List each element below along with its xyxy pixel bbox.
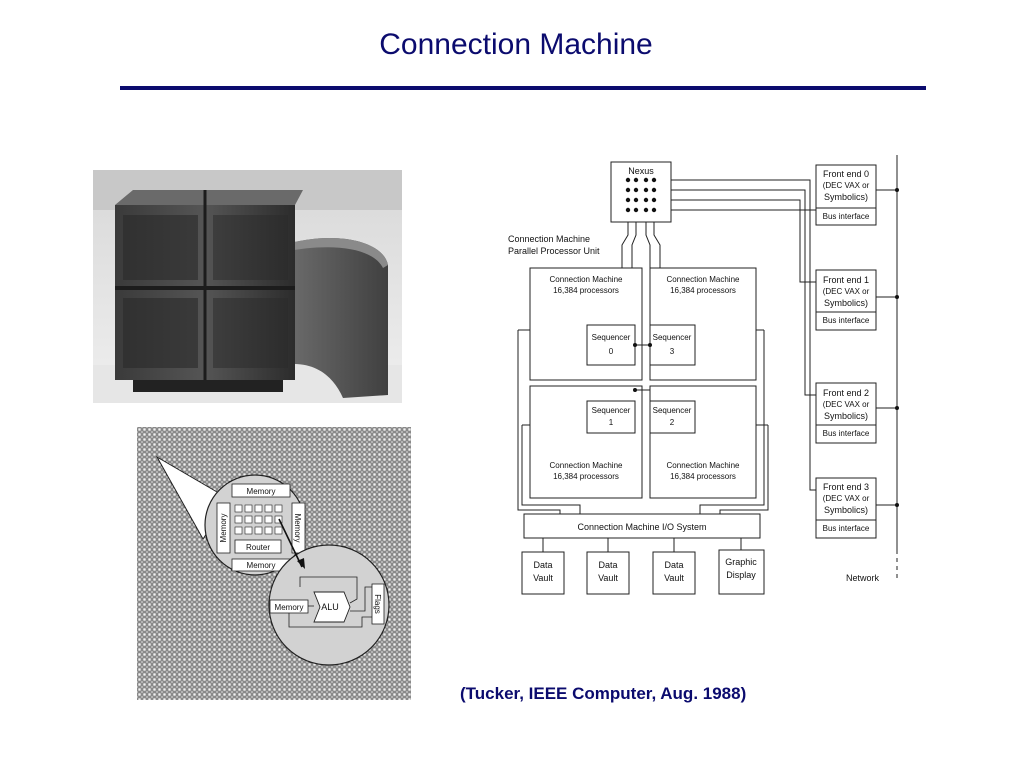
alu-label: ALU — [321, 602, 339, 612]
nexus-crossbar — [625, 177, 899, 507]
front-end-2-title: Front end 2 — [823, 388, 869, 398]
ppu-quadrant-1 — [529, 385, 643, 499]
nexus-label: Nexus — [628, 166, 654, 176]
front-end-3-bus: Bus interface — [823, 524, 870, 533]
sequencer-0 — [586, 324, 636, 366]
ppu-quadrant-2 — [649, 385, 757, 499]
front-end-0 — [815, 164, 877, 226]
quadrant-3-line2: 16,384 processors — [670, 286, 736, 295]
front-end-2-line3: Symbolics) — [824, 411, 868, 421]
slide-title: Connection Machine — [379, 28, 653, 61]
sequencer-3 — [649, 324, 696, 366]
sequencer-1 — [586, 400, 636, 434]
quadrant-0-line2: 16,384 processors — [553, 286, 619, 295]
front-end-3-line3: Symbolics) — [824, 505, 868, 515]
network-label: Network — [846, 573, 880, 583]
memory-bottom-label: Memory — [247, 561, 276, 570]
front-end-0-title: Front end 0 — [823, 169, 869, 179]
sequencer-3-label: Sequencer — [653, 333, 692, 342]
ppu-quadrant-3 — [649, 267, 757, 381]
peripheral-0-line1: Data — [533, 560, 552, 570]
peripheral-2-line2: Vault — [664, 573, 684, 583]
front-end-1-line2: (DEC VAX or — [823, 287, 870, 296]
quadrant-2-line2: 16,384 processors — [670, 472, 736, 481]
front-end-3-title: Front end 3 — [823, 482, 869, 492]
front-end-3-line2: (DEC VAX or — [823, 494, 870, 503]
ppu-label-line1: Connection Machine — [508, 234, 590, 244]
router-label: Router — [246, 543, 270, 552]
sequencer-0-num: 0 — [609, 347, 614, 356]
sequencer-3-num: 3 — [670, 347, 675, 356]
quadrant-1-line2: 16,384 processors — [553, 472, 619, 481]
peripheral-2-line1: Data — [664, 560, 683, 570]
io-system-label: Connection Machine I/O System — [577, 522, 706, 532]
front-end-2-bus: Bus interface — [823, 429, 870, 438]
front-end-0-line2: (DEC VAX or — [823, 181, 870, 190]
quadrant-3-line1: Connection Machine — [667, 275, 740, 284]
memory-top-label: Memory — [247, 487, 276, 496]
io-system-box — [523, 513, 761, 539]
front-end-1-line3: Symbolics) — [824, 298, 868, 308]
citation: (Tucker, IEEE Computer, Aug. 1988) — [460, 684, 747, 703]
title-underline — [120, 86, 926, 90]
front-end-1 — [815, 269, 877, 331]
nexus-box — [610, 161, 672, 223]
peripheral-1-line1: Data — [598, 560, 617, 570]
front-end-0-line3: Symbolics) — [824, 192, 868, 202]
memory-alu-label: Memory — [275, 603, 304, 612]
peripheral-0-line2: Vault — [533, 573, 553, 583]
processor-grid — [234, 504, 283, 535]
peripheral-1-line2: Vault — [598, 573, 618, 583]
front-end-0-bus: Bus interface — [823, 212, 870, 221]
ppu-label-line2: Parallel Processor Unit — [508, 246, 600, 256]
front-end-3 — [815, 477, 877, 539]
quadrant-0-line1: Connection Machine — [550, 275, 623, 284]
front-end-1-bus: Bus interface — [823, 316, 870, 325]
quadrant-2-line1: Connection Machine — [667, 461, 740, 470]
memory-left-label: Memory — [219, 514, 228, 543]
front-end-2-line2: (DEC VAX or — [823, 400, 870, 409]
front-end-1-title: Front end 1 — [823, 275, 869, 285]
quadrant-1-line1: Connection Machine — [550, 461, 623, 470]
sequencer-1-label: Sequencer — [592, 406, 631, 415]
peripheral-3-line1: Graphic — [725, 557, 757, 567]
peripheral-3-line2: Display — [726, 570, 756, 580]
architecture-diagram: Nexus Connection Machine Parallel Proces… — [508, 155, 899, 595]
sequencer-2-num: 2 — [670, 418, 675, 427]
sequencer-2 — [649, 400, 696, 434]
sequencer-2-label: Sequencer — [653, 406, 692, 415]
ppu-quadrant-0 — [529, 267, 643, 381]
memory-right-label: Memory — [293, 514, 302, 543]
front-end-2 — [815, 382, 877, 444]
sequencer-1-num: 1 — [609, 418, 614, 427]
machine-photo — [93, 170, 402, 403]
chip-diagram: Memory Memory Memory Router Memory Memor… — [137, 427, 411, 700]
flags-label: Flags — [373, 594, 382, 614]
sequencer-0-label: Sequencer — [592, 333, 631, 342]
